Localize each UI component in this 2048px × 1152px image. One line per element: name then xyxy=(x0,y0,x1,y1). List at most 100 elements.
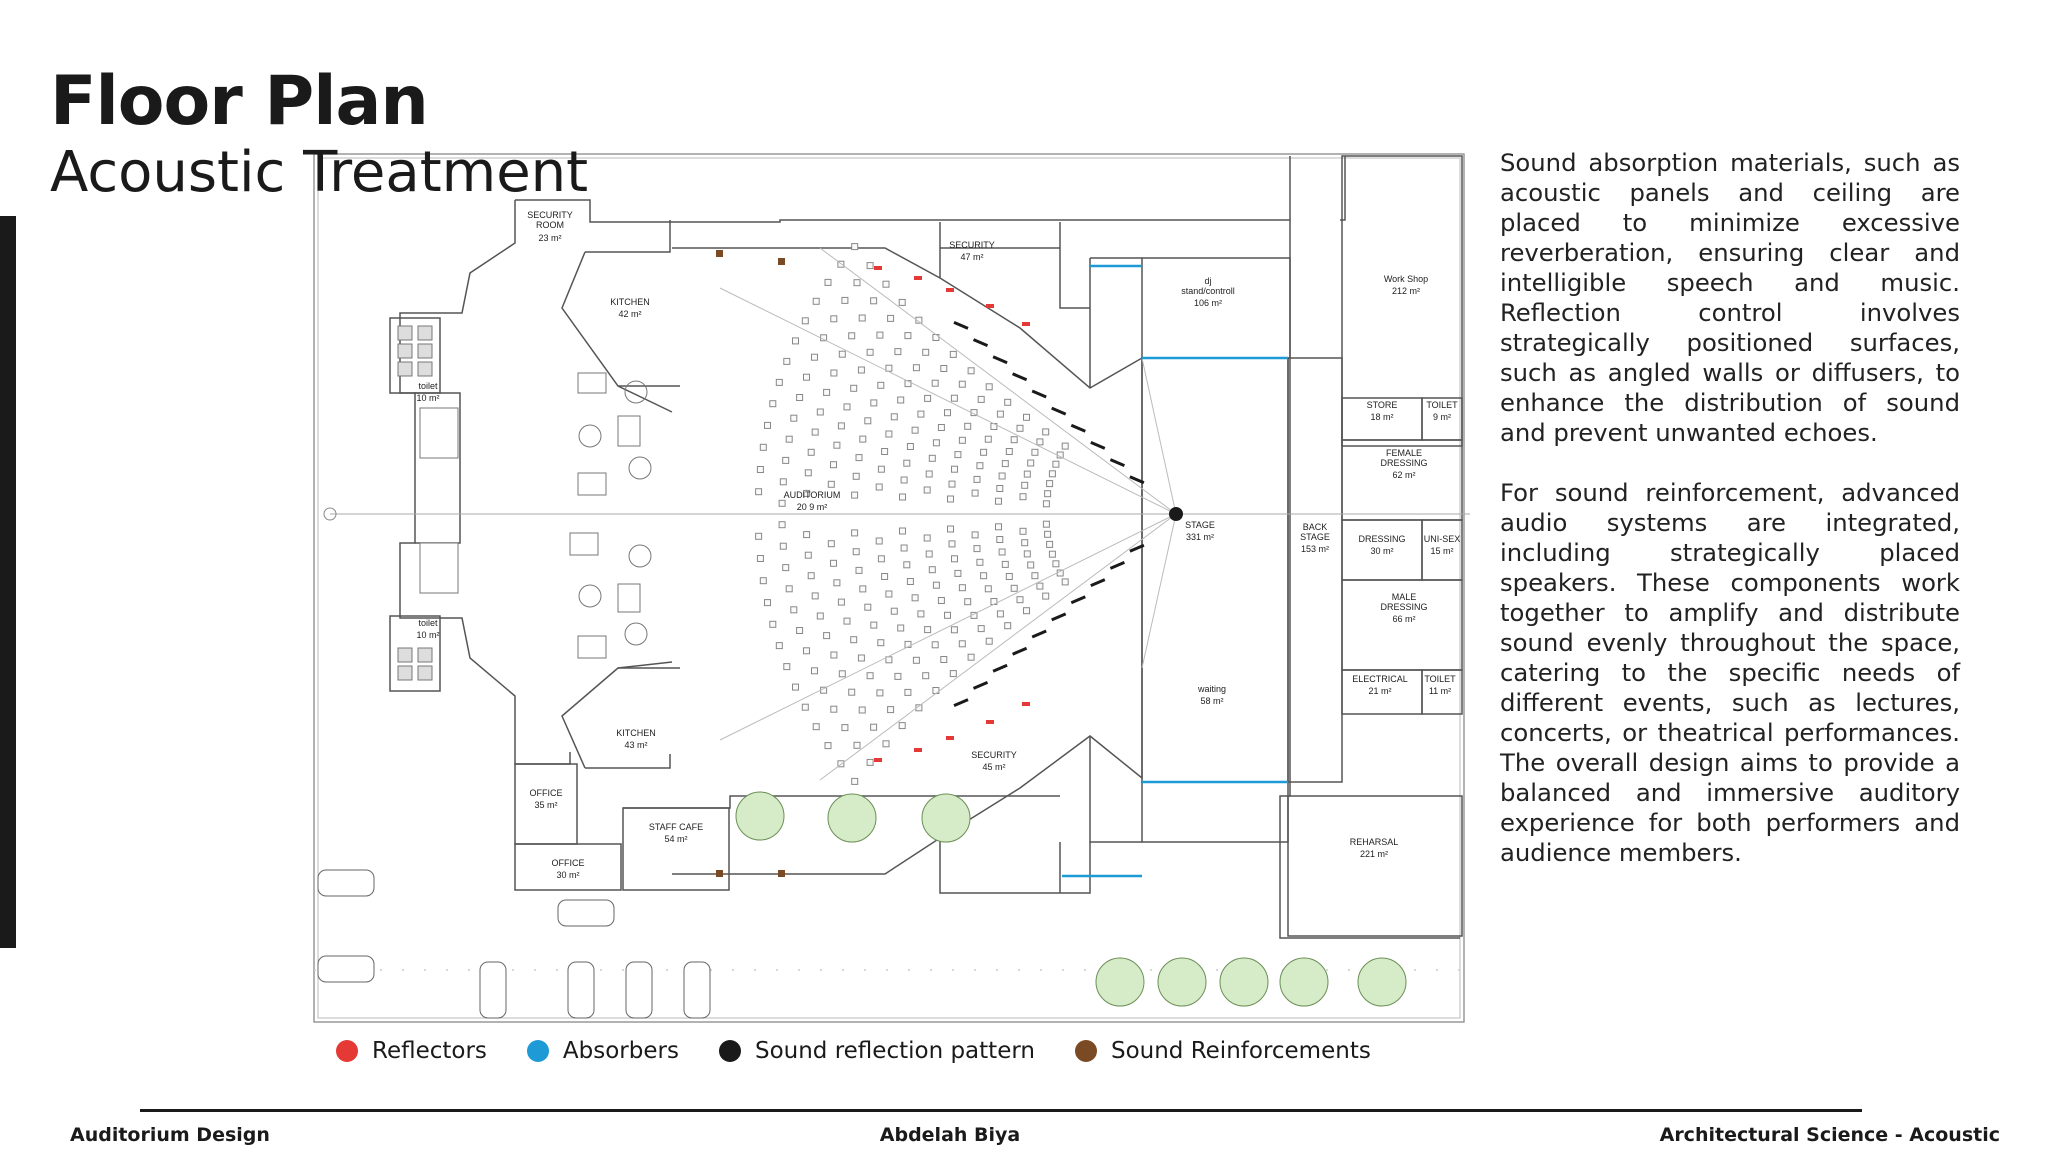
seat xyxy=(811,353,818,361)
seat xyxy=(917,410,925,418)
seat xyxy=(823,632,831,640)
seat xyxy=(1021,481,1029,489)
seat xyxy=(1031,572,1039,580)
seat xyxy=(796,627,804,634)
seat xyxy=(911,426,919,434)
seat xyxy=(827,540,835,548)
reflector-marks xyxy=(874,266,1030,762)
seat xyxy=(931,379,939,387)
dj-stand-label: dj xyxy=(1204,276,1211,286)
seat xyxy=(931,641,939,649)
seat xyxy=(1010,584,1018,592)
seat xyxy=(816,612,824,620)
svg-text:DRESSING: DRESSING xyxy=(1380,602,1427,612)
unisex-label: UNI-SEX xyxy=(1424,534,1461,544)
staff-cafe-label: STAFF CAFE xyxy=(649,822,703,832)
page-title: Floor Plan xyxy=(50,62,429,141)
reflection-mark xyxy=(1109,458,1125,467)
sound-source-point xyxy=(1169,507,1183,521)
svg-text:212 m²: 212 m² xyxy=(1392,286,1420,296)
reflector-mark xyxy=(874,758,882,762)
seat xyxy=(940,656,948,663)
seat xyxy=(783,663,791,671)
seat xyxy=(996,410,1004,418)
seat xyxy=(811,592,819,600)
seat xyxy=(898,298,906,306)
seat xyxy=(877,465,885,473)
seat xyxy=(801,703,809,711)
svg-text:stand/controll: stand/controll xyxy=(1181,286,1235,296)
seat xyxy=(922,672,930,680)
seat xyxy=(785,435,793,443)
seat xyxy=(954,569,962,577)
left-accent-bar xyxy=(0,216,16,948)
seat xyxy=(912,656,920,664)
seat xyxy=(824,742,832,750)
room-labels: SECURITY ROOM 23 m² KITCHEN 42 m² KITCHE… xyxy=(416,210,1460,880)
sound-reflection-pattern-marks xyxy=(953,321,1145,707)
svg-text:20 9 m²: 20 9 m² xyxy=(797,502,828,512)
reflection-mark xyxy=(1129,543,1145,553)
seat xyxy=(1021,539,1029,547)
seat xyxy=(853,279,861,287)
reflection-mark xyxy=(953,321,969,330)
description-panel: Sound absorption materials, such as acou… xyxy=(1500,148,1960,898)
seat xyxy=(1004,622,1012,630)
seat xyxy=(950,394,958,402)
toilet-left-bottom-label: toilet xyxy=(418,618,438,628)
seat xyxy=(876,331,884,339)
legend-item-reflectors: Reflectors xyxy=(336,1038,487,1064)
seat xyxy=(923,486,931,494)
seat xyxy=(779,478,787,486)
seat xyxy=(894,348,902,356)
seat xyxy=(973,545,981,553)
svg-text:153 m²: 153 m² xyxy=(1301,544,1329,554)
seat xyxy=(1042,428,1050,436)
seat xyxy=(837,422,845,430)
seat xyxy=(887,706,895,714)
seat xyxy=(976,558,984,566)
seat xyxy=(899,527,906,535)
seat xyxy=(964,422,972,430)
sound-reinforcement-speakers xyxy=(716,250,785,877)
store-label: STORE xyxy=(1367,400,1398,410)
seat xyxy=(932,687,940,694)
seat xyxy=(764,599,771,607)
svg-text:ROOM: ROOM xyxy=(536,220,564,230)
kitchen-top-label: KITCHEN xyxy=(610,297,650,307)
seat xyxy=(928,454,936,462)
legend-item-reinforcements: Sound Reinforcements xyxy=(1074,1038,1371,1064)
seat xyxy=(1027,561,1035,569)
seat xyxy=(1004,398,1012,406)
seat xyxy=(951,465,958,473)
seat xyxy=(807,572,815,580)
seat xyxy=(830,705,838,713)
seat xyxy=(866,758,874,766)
seat xyxy=(870,621,878,629)
female-dressing-label: FEMALE xyxy=(1386,448,1422,458)
seat xyxy=(973,475,981,483)
seat xyxy=(958,380,966,388)
seat xyxy=(924,626,932,634)
page-subtitle: Acoustic Treatment xyxy=(50,140,589,205)
seat xyxy=(897,396,905,404)
reflector-mark xyxy=(986,720,994,724)
reflection-mark xyxy=(1031,389,1047,399)
reflection-mark xyxy=(972,681,989,690)
seat xyxy=(830,651,838,659)
svg-text:45 m²: 45 m² xyxy=(982,762,1005,772)
seat xyxy=(755,532,763,540)
seat xyxy=(1044,530,1052,538)
reinforcement-dot-icon xyxy=(1074,1040,1097,1062)
svg-text:11 m²: 11 m² xyxy=(1429,686,1451,696)
svg-text:18 m²: 18 m² xyxy=(1370,412,1393,422)
absorber-panels xyxy=(1062,264,1288,878)
seat xyxy=(1005,448,1013,455)
seat xyxy=(954,451,962,459)
seat xyxy=(851,243,859,251)
svg-text:10 m²: 10 m² xyxy=(416,393,439,403)
seat xyxy=(837,598,845,606)
toilet-left-bottom-walls xyxy=(389,615,441,692)
seat xyxy=(922,348,930,356)
rehearsal-label: REHARSAL xyxy=(1350,837,1399,847)
